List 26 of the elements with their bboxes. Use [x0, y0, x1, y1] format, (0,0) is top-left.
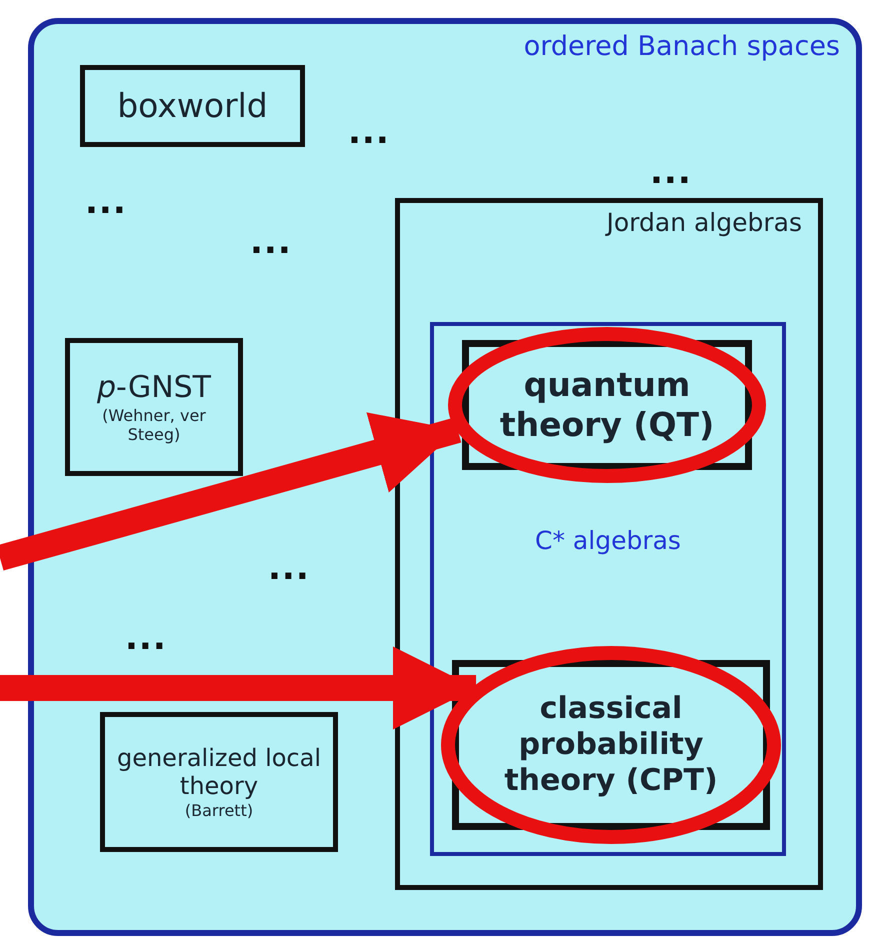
region-title: C* algebras [534, 526, 682, 555]
theory-box [80, 65, 305, 147]
region-title: Jordan algebras [606, 208, 802, 237]
theory-name: p-GNST [96, 370, 212, 406]
theory-name: generalized local theory [116, 744, 322, 802]
region-box [395, 198, 823, 890]
highlight-ring [441, 646, 781, 844]
author-note: (Barrett) [184, 801, 254, 820]
ellipsis-text: ... [250, 222, 292, 262]
arrow [0, 412, 462, 571]
theory-box [65, 338, 243, 476]
theory-name: classical probability theory (CPT) [503, 691, 719, 799]
ellipsis-text: ... [348, 112, 390, 152]
author-note: (Wehner, ver Steeg) [101, 406, 207, 444]
theory-name: boxworld [116, 86, 269, 126]
ellipsis-text: ... [125, 618, 167, 658]
ellipsis-text: ... [650, 152, 692, 192]
ellipsis-text: ... [85, 182, 127, 222]
region-title: ordered Banach spaces [524, 31, 840, 62]
theory-box [100, 712, 338, 852]
theory-name: quantum theory (QT) [498, 365, 716, 445]
highlight-ring [448, 327, 766, 483]
region-box [430, 322, 786, 856]
outer-region [28, 18, 862, 936]
ellipsis-text: ... [268, 548, 310, 588]
arrow [0, 646, 476, 730]
